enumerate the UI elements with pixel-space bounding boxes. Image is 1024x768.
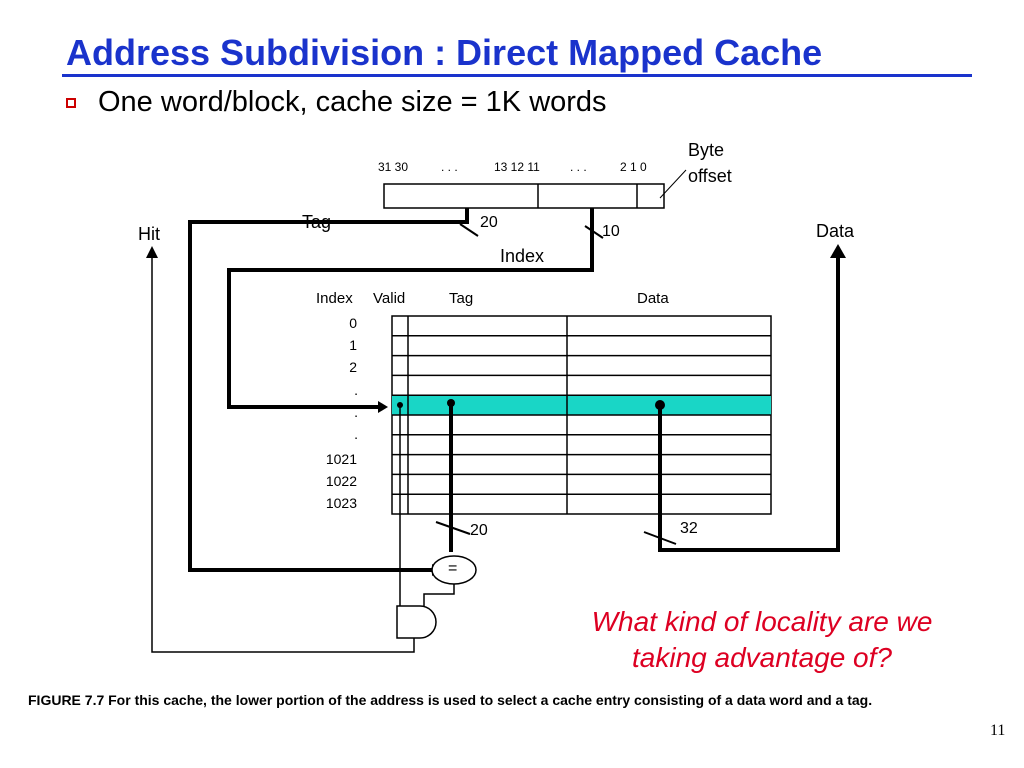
- data-out-width-label: 32: [680, 520, 698, 537]
- address-bits-high: 31 30: [378, 160, 409, 174]
- row-index-label: .: [354, 404, 358, 420]
- cache-table: [391, 315, 772, 515]
- index-width-label: 10: [602, 223, 620, 240]
- data-out-wire: [658, 256, 840, 552]
- row-index-label: 1023: [325, 495, 357, 511]
- tag-out-width-slash: [435, 521, 471, 535]
- table-header-tag: Tag: [449, 290, 474, 307]
- row-index-label: 1021: [325, 451, 357, 467]
- byte-offset-pointer: [659, 169, 687, 199]
- address-bits-dots-2: . . .: [570, 160, 587, 174]
- byte-offset-label-line1: Byte: [688, 140, 725, 160]
- address-bits-mid: 13 12 11: [494, 160, 540, 174]
- index-label: Index: [500, 246, 545, 266]
- tag-width-slash: [459, 223, 479, 237]
- address-register: [383, 183, 665, 209]
- compare-to-and-wire: [423, 584, 455, 608]
- row-index-label: 1: [349, 337, 357, 353]
- bullet-square-icon: [66, 98, 76, 108]
- title-underline: [62, 74, 972, 77]
- locality-question: What kind of locality are we taking adva…: [532, 604, 992, 676]
- page-number: 11: [990, 722, 1006, 739]
- data-label: Data: [816, 221, 855, 241]
- question-line-1: What kind of locality are we: [591, 606, 933, 637]
- question-line-2: taking advantage of?: [632, 642, 892, 673]
- selected-row: [392, 395, 771, 415]
- tag-label: Tag: [302, 212, 332, 232]
- tag-wire: [188, 208, 469, 572]
- tag-out-width-label: 20: [470, 522, 488, 539]
- tag-width-label: 20: [480, 214, 498, 231]
- address-bits-low: 2 1 0: [620, 160, 647, 174]
- row-index-label: 0: [349, 315, 357, 331]
- row-index-label: 2: [349, 359, 357, 375]
- index-wire: [227, 208, 594, 409]
- row-index-label: .: [354, 426, 358, 442]
- address-bits-dots-1: . . .: [441, 160, 458, 174]
- figure-caption: FIGURE 7.7 For this cache, the lower por…: [28, 692, 873, 708]
- index-width-slash: [584, 225, 604, 239]
- table-header-valid: Valid: [373, 290, 406, 307]
- byte-offset-label-line2: offset: [688, 166, 732, 186]
- bullet-text: One word/block, cache size = 1K words: [98, 86, 607, 118]
- data-out-arrow: [830, 244, 846, 258]
- slide-title: Address Subdivision : Direct Mapped Cach…: [66, 32, 823, 73]
- and-gate: [396, 605, 437, 639]
- data-out-width-slash: [643, 531, 677, 545]
- index-wire-arrow: [378, 401, 388, 413]
- table-header-data: Data: [637, 290, 669, 307]
- hit-arrow: [146, 246, 158, 258]
- hit-wire: [151, 256, 415, 653]
- table-header-index: Index: [316, 290, 353, 307]
- hit-label: Hit: [138, 224, 160, 244]
- comparator-symbol: =: [448, 560, 458, 577]
- row-index-label: .: [354, 382, 358, 398]
- row-index-label: 1022: [325, 473, 357, 489]
